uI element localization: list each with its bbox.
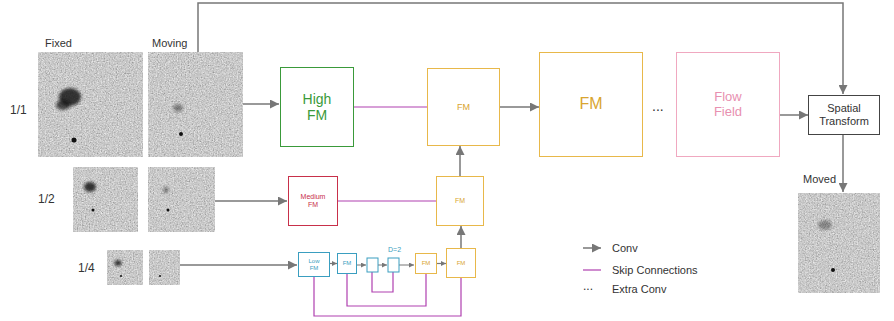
box-label: FM (579, 95, 602, 113)
legend-skip-sample (583, 269, 601, 270)
legend-text: Skip Connections (612, 264, 698, 276)
conv-block (388, 258, 399, 272)
box-label: Spatial Transform (814, 102, 874, 127)
feature-map-box: FM (415, 253, 437, 274)
skip-lines (372, 270, 601, 292)
input-arrows (180, 3, 843, 265)
conv-arrow (399, 265, 414, 266)
box-label: Flow Field (706, 90, 751, 120)
feature-map-box: Spatial Transform (808, 95, 880, 135)
conv-arrow (460, 226, 462, 248)
scan-images (38, 52, 880, 293)
fixed-image (38, 52, 143, 157)
feature-map-box: FM (436, 176, 484, 226)
annotation-label: ... (652, 99, 664, 114)
moving-image (148, 52, 243, 157)
skip-connection (347, 274, 426, 306)
conv-block (367, 258, 378, 272)
conv-arrow (180, 264, 297, 266)
annotation-label: 1/2 (38, 193, 55, 206)
conv-arrow (780, 114, 808, 116)
feature-map-box: FM (446, 248, 476, 278)
box-label: FM (457, 102, 470, 112)
box-label: High FM (297, 91, 337, 123)
box-label: FM (457, 260, 466, 267)
conv-arrow (330, 263, 337, 264)
conv-arrow (437, 263, 446, 264)
box-label: FM (455, 197, 465, 205)
feature-map-box: Low FM (298, 252, 330, 277)
moved-output-arrow (842, 135, 844, 192)
legend-conv-sample (583, 247, 601, 249)
annotation-label: Fixed (45, 37, 72, 49)
moving-image (148, 167, 215, 232)
skip-connection (314, 277, 461, 316)
annotation-label: D=2 (388, 246, 401, 254)
skip-connection (354, 106, 427, 107)
annotation-label: Moved (803, 173, 836, 185)
feature-map-box: High FM (280, 67, 354, 147)
feature-map-box: FM (427, 68, 500, 146)
conv-arrow (215, 200, 287, 202)
feature-map-box: Flow Field (676, 52, 780, 157)
conv-arrow (378, 265, 387, 266)
conv-arrow (500, 106, 539, 108)
conv-arrow (243, 103, 279, 105)
box-label: Low FM (306, 258, 322, 272)
legend-text: Conv (612, 242, 638, 254)
feature-map-box: Medium FM (288, 176, 338, 226)
dilated-conv-blocks (367, 258, 399, 272)
annotation-label: 1/1 (10, 104, 27, 117)
annotation-label: 1/4 (78, 262, 95, 275)
fixed-image (107, 250, 143, 285)
fixed-image (73, 167, 138, 232)
feature-map-box: FM (337, 253, 357, 274)
legend-text: Extra Conv (612, 283, 666, 295)
box-label: FM (343, 260, 352, 267)
moved-image (798, 193, 880, 293)
annotation-label: Moving (152, 37, 187, 49)
feature-map-box: FM (539, 52, 643, 157)
box-label: FM (422, 260, 431, 267)
annotation-label: ... (583, 280, 593, 293)
box-label: Medium FM (296, 193, 330, 209)
skip-connection (338, 200, 436, 201)
moving-image (149, 250, 180, 285)
conv-arrow (459, 146, 461, 176)
conv-arrow (357, 265, 366, 266)
skip-connection (372, 272, 393, 292)
